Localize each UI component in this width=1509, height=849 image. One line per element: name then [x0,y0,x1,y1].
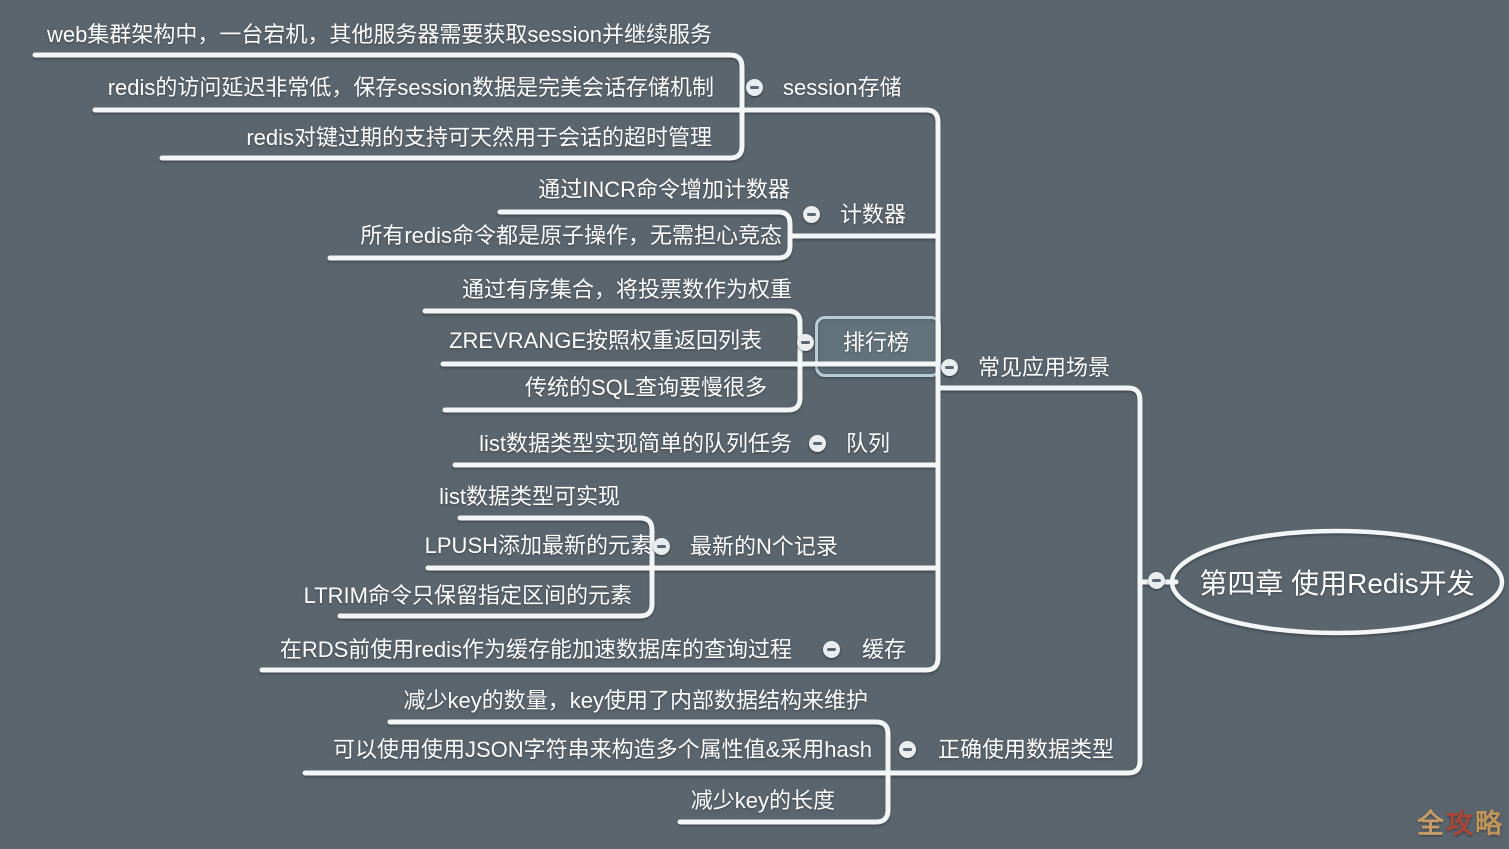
node-common-scenarios-label[interactable]: 常见应用场景 [978,355,1111,380]
node-counter-label[interactable]: 计数器 [840,202,907,227]
watermark-char-2: 攻 [1446,809,1475,839]
node-datatypes-label[interactable]: 正确使用数据类型 [938,737,1115,762]
node-ranking-leaf-1[interactable]: 通过有序集合，将投票数作为权重 [461,277,792,302]
collapse-icon-latest[interactable] [653,538,670,555]
node-cache-leaf-1[interactable]: 在RDS前使用redis作为缓存能加速数据库的查询过程 [279,637,792,662]
node-datatypes-leaf-2[interactable]: 可以使用使用JSON字符串来构造多个属性值&采用hash [332,737,872,762]
collapse-icon-datatypes[interactable] [899,741,916,758]
node-session-label[interactable]: session存储 [783,75,902,100]
node-latest-label[interactable]: 最新的N个记录 [690,534,838,559]
root-node[interactable]: 第四章 使用Redis开发 [1199,568,1475,599]
node-ranking-leaf-3[interactable]: 传统的SQL查询要慢很多 [524,375,767,400]
node-datatypes-leaf-1[interactable]: 减少key的数量，key使用了内部数据结构来维护 [403,688,868,713]
node-counter-leaf-2[interactable]: 所有redis命令都是原子操作，无需担心竞态 [360,223,782,248]
node-cache-label[interactable]: 缓存 [862,637,907,662]
collapse-icon-queue[interactable] [809,435,826,452]
node-latest-leaf-2[interactable]: LPUSH添加最新的元素 [424,533,652,558]
node-session-leaf-1[interactable]: web集群架构中，一台宕机，其他服务器需要获取session并继续服务 [47,22,712,47]
collapse-icon-session[interactable] [746,79,763,96]
node-latest-leaf-1[interactable]: list数据类型可实现 [439,484,620,509]
node-counter-leaf-1[interactable]: 通过INCR命令增加计数器 [538,177,790,202]
watermark-char-1: 全 [1417,809,1446,839]
node-ranking-leaf-2[interactable]: ZREVRANGE按照权重返回列表 [449,328,762,353]
node-queue-leaf-1[interactable]: list数据类型实现简单的队列任务 [479,431,792,456]
collapse-icon-counter[interactable] [803,206,820,223]
node-session-leaf-3[interactable]: redis对键过期的支持可天然用于会话的超时管理 [246,125,712,150]
node-ranking-selection-highlight[interactable] [815,316,941,377]
watermark-char-3: 略 [1475,809,1504,839]
node-datatypes-leaf-3[interactable]: 减少key的长度 [690,788,835,813]
collapse-icon-root[interactable] [1148,572,1165,589]
node-session-leaf-2[interactable]: redis的访问延迟非常低，保存session数据是完美会话存储机制 [107,75,714,100]
watermark: 全攻略 [1417,802,1504,841]
collapse-icon-cache[interactable] [823,641,840,658]
node-latest-leaf-3[interactable]: LTRIM命令只保留指定区间的元素 [303,583,632,608]
collapse-icon-common[interactable] [941,359,958,376]
node-ranking-label[interactable]: 排行榜 [843,330,910,355]
node-queue-label[interactable]: 队列 [846,431,891,456]
collapse-icon-ranking[interactable] [797,334,814,351]
